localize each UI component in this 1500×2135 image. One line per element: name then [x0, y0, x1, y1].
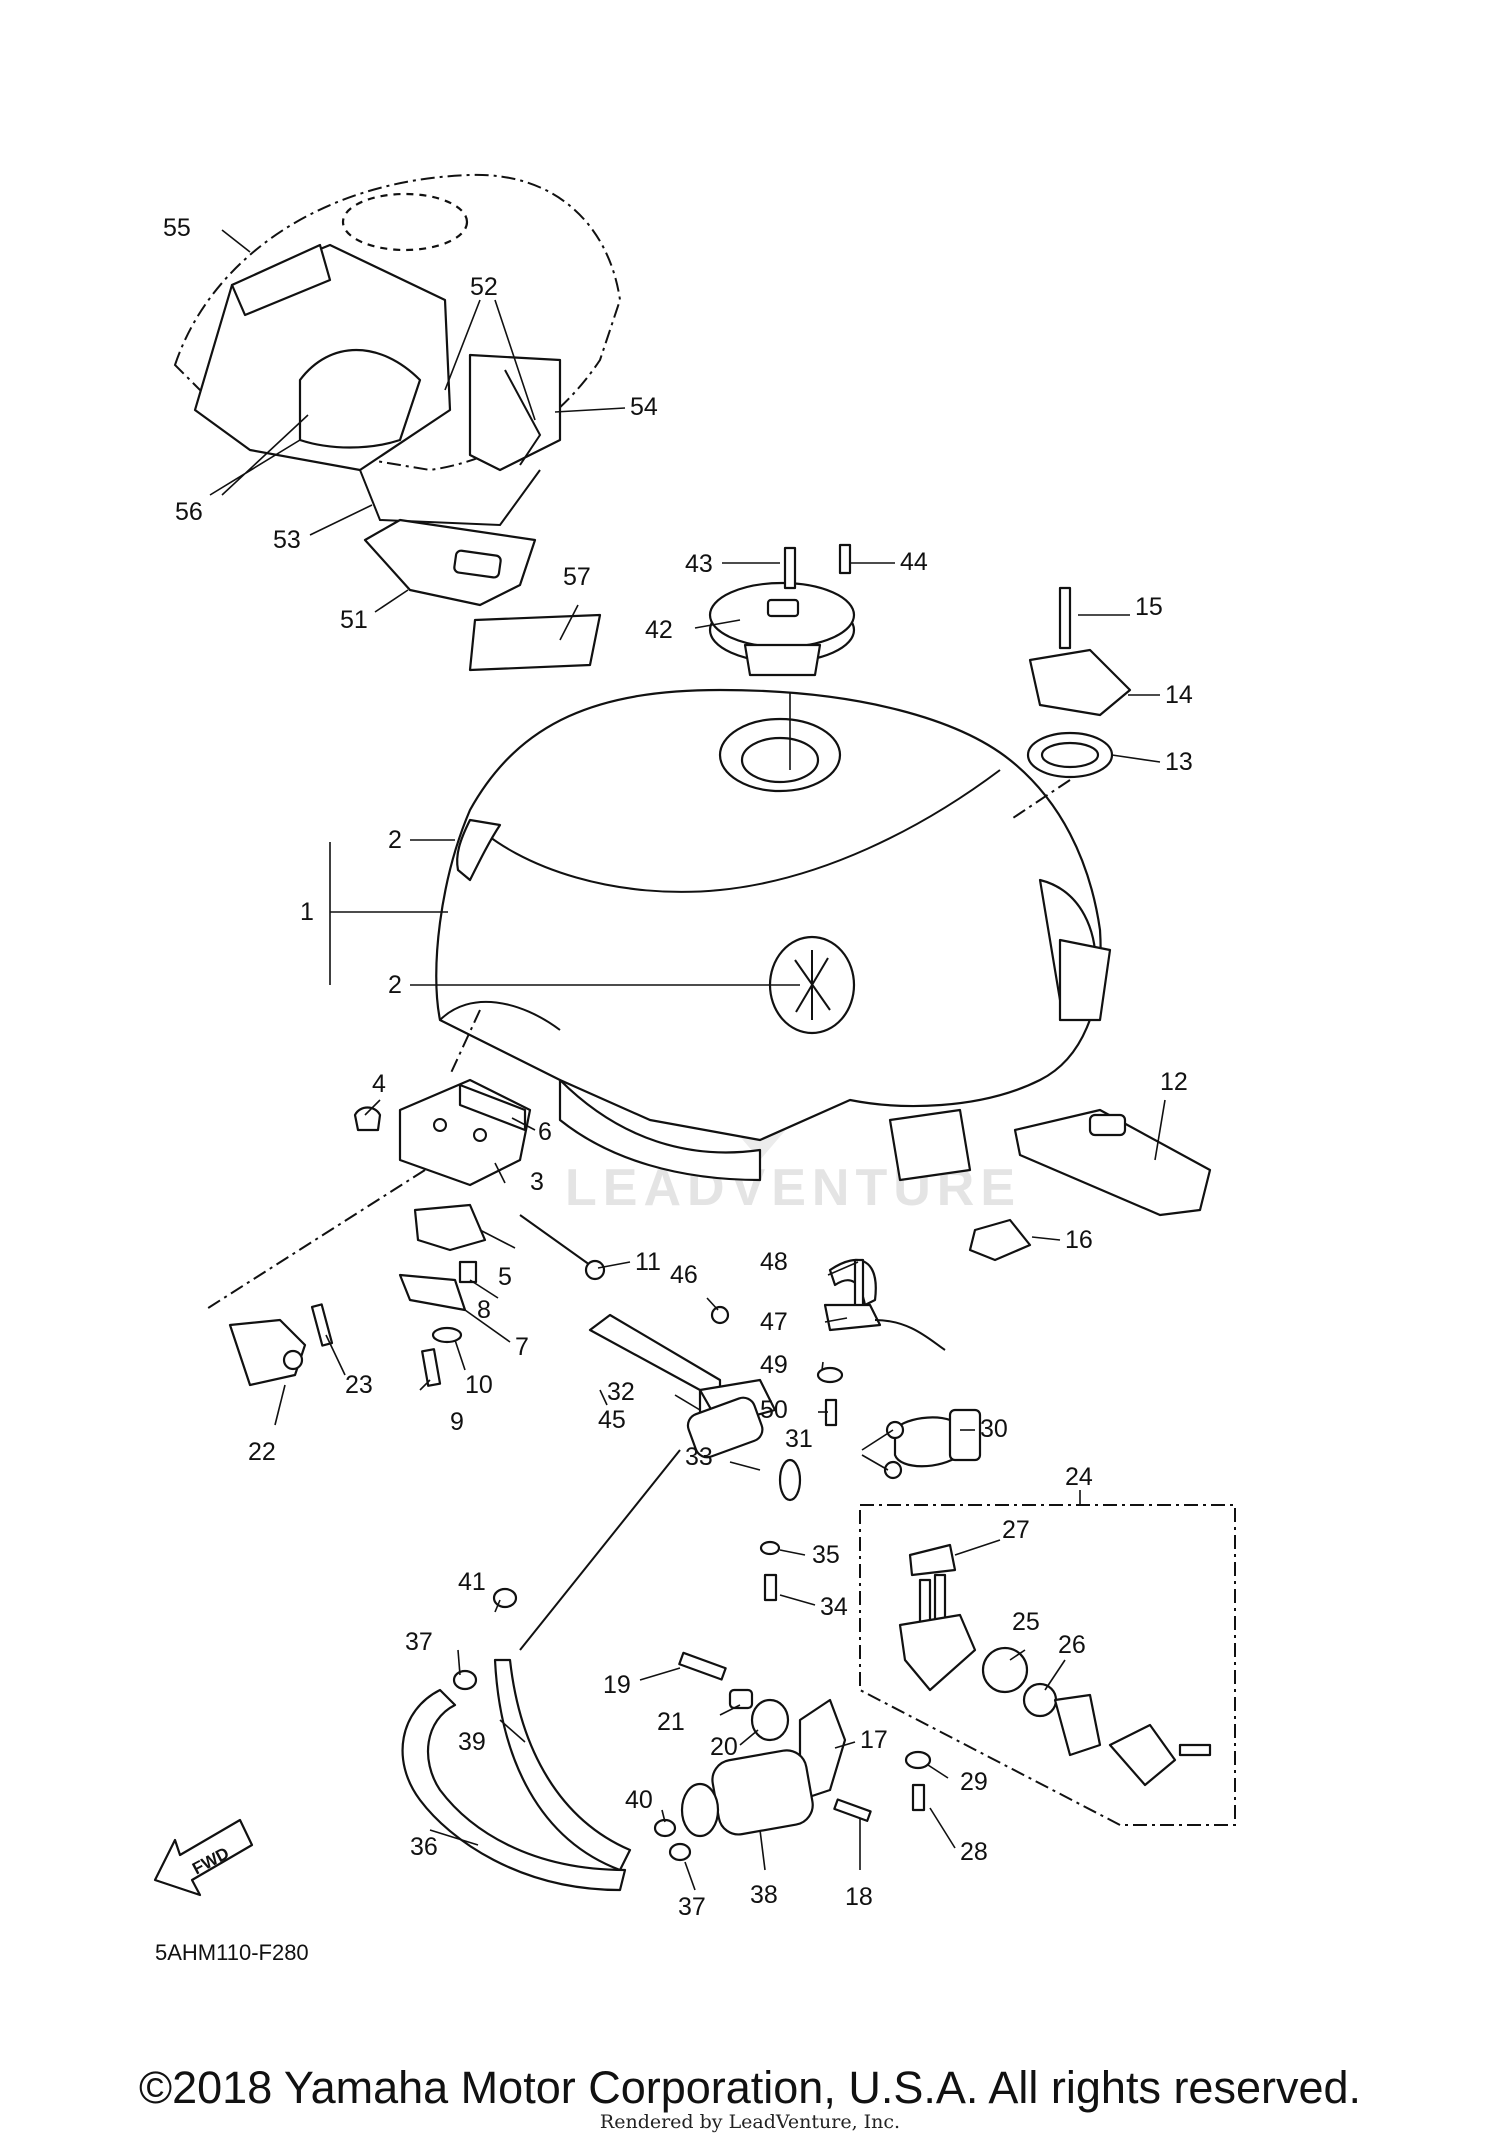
- callout-52: 52: [470, 273, 498, 301]
- callout-10: 10: [465, 1371, 493, 1399]
- callout-49: 49: [760, 1351, 788, 1379]
- callout-55: 55: [163, 214, 191, 242]
- callout-28: 28: [960, 1838, 988, 1866]
- callout-46: 46: [670, 1261, 698, 1289]
- diagram-code: 5AHM110-F280: [155, 1940, 309, 1965]
- callout-23: 23: [345, 1371, 373, 1399]
- fwd-arrow-icon: FWD: [153, 1818, 254, 1897]
- callout-8: 8: [477, 1296, 491, 1324]
- callout-50: 50: [760, 1396, 788, 1424]
- callout-20: 20: [710, 1733, 738, 1761]
- leader-lines: [209, 229, 1166, 1891]
- rear-bracket-assembly: [968, 586, 1212, 1262]
- callout-24: 24: [1065, 1463, 1093, 1491]
- callout-47: 47: [760, 1308, 788, 1336]
- callout-36: 36: [410, 1833, 438, 1861]
- callout-5: 5: [498, 1263, 512, 1291]
- callout-51: 51: [340, 606, 368, 634]
- callout-labels: 55 52 54 56 53 51 57 43 44 42 15 14 13 2…: [163, 214, 1193, 1921]
- callout-37-bottom: 37: [678, 1893, 706, 1921]
- fuel-tank-body: [435, 688, 1112, 1182]
- callout-30: 30: [980, 1415, 1008, 1443]
- callout-43: 43: [685, 550, 713, 578]
- callout-32: 32: [607, 1378, 635, 1406]
- callout-57: 57: [563, 563, 591, 591]
- rendered-by-note: Rendered by LeadVenture, Inc.: [600, 2111, 900, 2133]
- callout-48: 48: [760, 1248, 788, 1276]
- callout-29: 29: [960, 1768, 988, 1796]
- fuel-filter-assembly: [686, 1378, 802, 1602]
- callout-22: 22: [248, 1438, 276, 1466]
- callout-38: 38: [750, 1881, 778, 1909]
- fuel-cap-assembly: [708, 543, 856, 770]
- callout-44: 44: [900, 548, 928, 576]
- callout-17: 17: [860, 1726, 888, 1754]
- callout-15: 15: [1135, 593, 1163, 621]
- callout-11: 11: [635, 1248, 661, 1276]
- callout-42: 42: [645, 616, 673, 644]
- tank-cover-assembly: [173, 173, 622, 672]
- fuel-cock-assembly: [859, 1504, 1236, 1826]
- callout-39: 39: [458, 1728, 486, 1756]
- callout-27: 27: [1002, 1516, 1030, 1544]
- copyright-notice: ©2018 Yamaha Motor Corporation, U.S.A. A…: [139, 2062, 1361, 2113]
- callout-26: 26: [1058, 1631, 1086, 1659]
- callout-41: 41: [458, 1568, 486, 1596]
- callout-45: 45: [598, 1406, 626, 1434]
- callout-25: 25: [1012, 1608, 1040, 1636]
- callout-9: 9: [450, 1408, 464, 1436]
- fuel-pump-assembly: [678, 1651, 872, 1838]
- callout-6: 6: [538, 1118, 552, 1146]
- front-bracket-assembly: [204, 1009, 606, 1387]
- callout-3: 3: [530, 1168, 544, 1196]
- callout-34: 34: [820, 1593, 848, 1621]
- callout-16: 16: [1065, 1226, 1093, 1254]
- callout-12: 12: [1160, 1068, 1188, 1096]
- callout-13: 13: [1165, 748, 1193, 776]
- callout-2-top: 2: [388, 826, 402, 854]
- callout-37-top: 37: [405, 1628, 433, 1656]
- callout-2-bottom: 2: [388, 971, 402, 999]
- callout-54: 54: [630, 393, 658, 421]
- callout-53: 53: [273, 526, 301, 554]
- callout-56: 56: [175, 498, 203, 526]
- callout-40: 40: [625, 1786, 653, 1814]
- callout-33: 33: [685, 1443, 713, 1471]
- callout-7: 7: [515, 1333, 529, 1361]
- callout-19: 19: [603, 1671, 631, 1699]
- callout-35: 35: [812, 1541, 840, 1569]
- return-hose-assembly: [401, 1449, 692, 1892]
- callout-31: 31: [785, 1425, 813, 1453]
- callout-1: 1: [300, 898, 314, 926]
- callout-4: 4: [372, 1070, 386, 1098]
- callout-18: 18: [845, 1883, 873, 1911]
- callout-14: 14: [1165, 681, 1193, 709]
- callout-21: 21: [657, 1708, 685, 1736]
